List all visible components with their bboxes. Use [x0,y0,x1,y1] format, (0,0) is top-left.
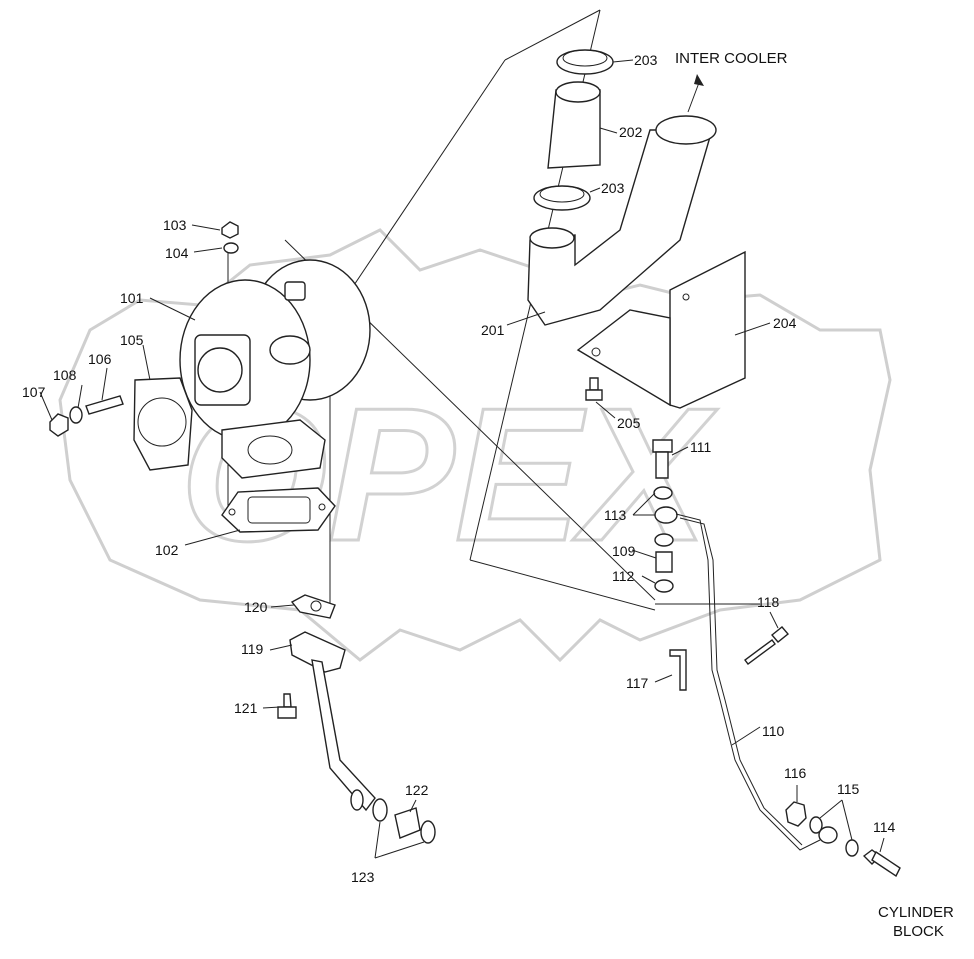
callout-118: 118 [757,594,780,610]
callout-103: 103 [163,217,187,233]
oil-drain-pipe-119 [289,631,376,812]
washer-113-a [653,486,673,500]
callout-101: 101 [120,290,144,306]
callout-112: 112 [612,568,635,584]
callout-120: 120 [244,599,268,615]
callout-107: 107 [22,384,46,400]
clamp-123-b [420,820,436,844]
callout-104: 104 [165,245,189,261]
gasket-102 [221,487,336,533]
bolt-118 [744,626,790,665]
callout-109: 109 [612,543,636,559]
bolt-205 [585,377,603,401]
cylinder-block-label-line2: BLOCK [893,923,944,940]
intercooler-pipe-201 [527,115,717,326]
washer-112 [654,579,674,593]
nut-116 [785,801,807,827]
callout-123: 123 [351,869,375,885]
callout-108: 108 [53,367,77,383]
leader-lines [39,59,885,859]
inter-cooler-arrow [687,74,704,113]
clip-117 [669,649,687,691]
nut-103 [221,221,239,239]
oil-feed-pipe-110 [675,513,838,851]
hose-202 [547,81,601,169]
cylinder-block-label-line1: CYLINDER [878,904,954,921]
callout-205: 205 [617,415,641,431]
adapter-109 [655,551,673,573]
bracket-204 [576,250,746,409]
clamp-203-top [556,49,614,75]
callout-203-top: 203 [634,52,658,68]
callout-121: 121 [234,700,258,716]
washer-115-a [809,816,823,834]
connector-114 [862,849,901,878]
clamp-203-bottom [533,185,591,211]
banjo-fitting [654,506,678,524]
hose-122 [394,807,421,839]
washer-108 [69,406,83,424]
washer-113-b [654,533,674,547]
washer-115-b [845,839,859,857]
clamp-123-a [372,798,388,822]
callout-113: 113 [604,507,627,523]
stud-106 [85,395,124,415]
callout-119: 119 [241,641,264,657]
callout-117: 117 [626,675,649,691]
callout-102: 102 [155,542,179,558]
callout-114: 114 [873,819,896,835]
callout-106: 106 [88,351,112,367]
bolt-111 [652,439,673,479]
callout-201: 201 [481,322,505,338]
callout-116: 116 [784,765,807,781]
gasket-105 [133,377,193,471]
gasket-120 [290,594,336,619]
callout-105: 105 [120,332,144,348]
nut-107 [49,413,69,437]
callout-115: 115 [837,781,860,797]
callout-122: 122 [405,782,429,798]
callout-202: 202 [619,124,643,140]
bolt-121 [277,693,297,719]
turbocharger-101 [179,259,371,479]
callout-203-bottom: 203 [601,180,625,196]
inter-cooler-label: INTER COOLER [675,50,788,67]
callout-110: 110 [762,723,785,739]
callout-204: 204 [773,315,797,331]
washer-104 [223,242,239,254]
callout-111: 111 [690,439,711,455]
